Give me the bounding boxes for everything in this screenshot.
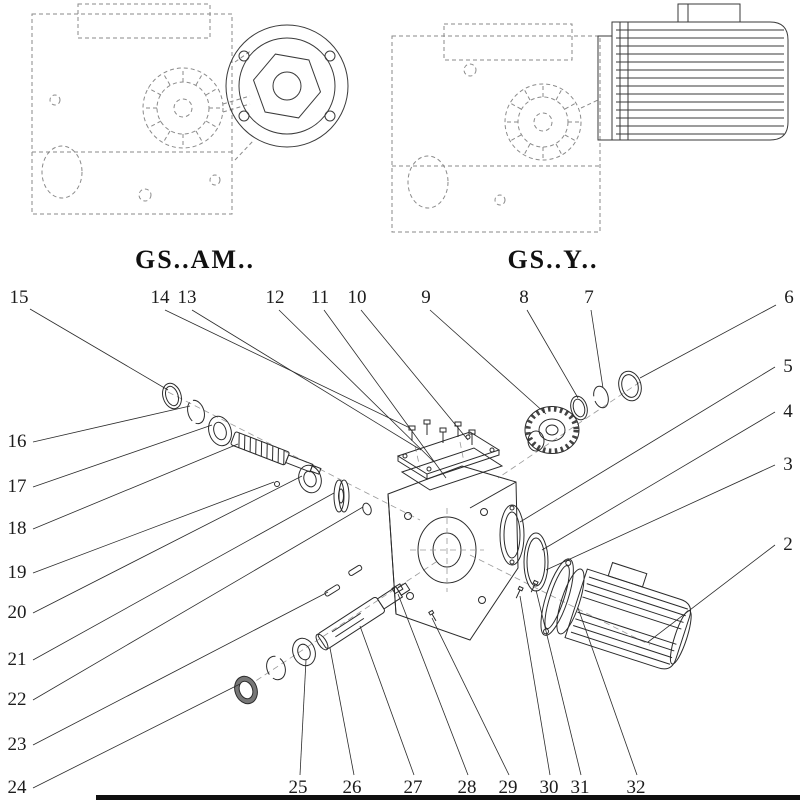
callout-30: 30 xyxy=(540,777,559,798)
oil-seal-part xyxy=(234,675,258,705)
circlip-part xyxy=(593,385,609,409)
small-ring-part xyxy=(362,502,372,516)
spacer-ring-part xyxy=(570,395,588,421)
callout-numbers: 15 14 13 12 11 10 9 8 7 6 16 17 18 19 20… xyxy=(8,287,794,798)
callout-17: 17 xyxy=(8,476,27,497)
callout-28: 28 xyxy=(458,777,477,798)
callout-25: 25 xyxy=(289,777,308,798)
callout-3: 3 xyxy=(783,454,793,475)
dowel-pins-part xyxy=(324,564,363,597)
motor-part xyxy=(540,558,692,670)
callout-24: 24 xyxy=(8,777,28,798)
callout-7: 7 xyxy=(584,287,594,308)
callout-21: 21 xyxy=(8,649,27,670)
callout-27: 27 xyxy=(404,777,423,798)
callout-5: 5 xyxy=(783,356,793,377)
callout-26: 26 xyxy=(343,777,362,798)
callout-9: 9 xyxy=(421,287,431,308)
retaining-ring-part xyxy=(618,370,642,402)
callout-11: 11 xyxy=(311,287,329,308)
o-ring-part xyxy=(523,532,549,592)
housing-part xyxy=(387,465,519,641)
flange-part xyxy=(225,24,349,148)
motor-part-top xyxy=(597,3,789,141)
callout-6: 6 xyxy=(784,287,794,308)
shim-disc-part xyxy=(333,479,350,513)
circlip-part xyxy=(266,655,286,681)
callout-14: 14 xyxy=(151,287,171,308)
side-cover-part xyxy=(499,504,525,566)
callout-18: 18 xyxy=(8,518,27,539)
worm-shaft-input-chain xyxy=(162,382,372,516)
key-pin-part xyxy=(274,481,280,487)
gearbox-ghost-drawing-am xyxy=(31,3,255,215)
callout-10: 10 xyxy=(348,287,367,308)
callout-16: 16 xyxy=(8,431,27,452)
output-shaft-part xyxy=(315,582,411,651)
callout-31: 31 xyxy=(571,777,590,798)
callout-2: 2 xyxy=(783,534,793,555)
gasket-part xyxy=(400,447,504,491)
callout-29: 29 xyxy=(499,777,518,798)
callout-15: 15 xyxy=(10,287,29,308)
callout-8: 8 xyxy=(519,287,529,308)
callout-20: 20 xyxy=(8,602,27,623)
bearing-part xyxy=(292,637,316,667)
bearing-part xyxy=(298,464,322,494)
leader-lines xyxy=(29,304,777,789)
variant-label-gs-y: GS..Y.. xyxy=(507,245,598,274)
variant-label-gs-am: GS..AM.. xyxy=(135,245,255,274)
callout-23: 23 xyxy=(8,734,27,755)
motor-bolts-part xyxy=(391,579,539,622)
callout-32: 32 xyxy=(627,777,646,798)
callout-4: 4 xyxy=(783,401,793,422)
callout-12: 12 xyxy=(266,287,285,308)
snap-ring-part xyxy=(187,399,205,425)
bearing-part xyxy=(208,415,232,447)
gearbox-ghost-drawing-y xyxy=(391,23,601,233)
callout-22: 22 xyxy=(8,689,27,710)
cover-plate-part xyxy=(396,431,501,480)
retaining-ring-part xyxy=(162,382,182,410)
worm-shaft-part xyxy=(230,431,322,475)
worm-gear-part xyxy=(524,406,580,454)
page-border-bottom xyxy=(96,795,800,800)
callout-13: 13 xyxy=(178,287,197,308)
callout-19: 19 xyxy=(8,562,27,583)
